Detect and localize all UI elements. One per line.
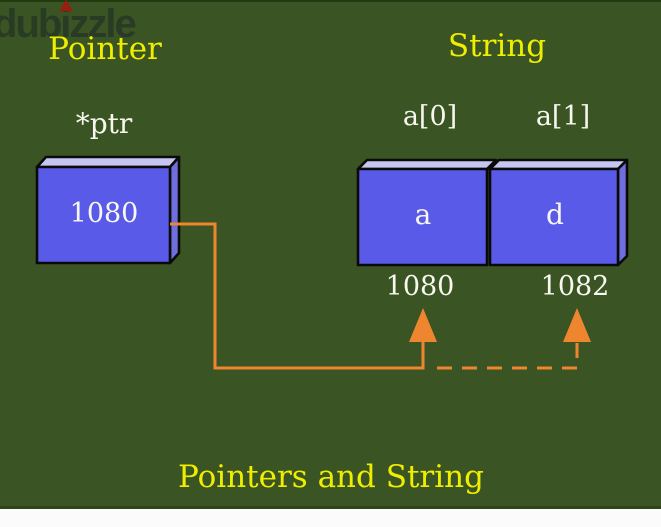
cell0-value: a xyxy=(414,198,432,231)
string-cell0-shape xyxy=(356,158,498,267)
pointer-value: 1080 xyxy=(69,198,139,229)
pointer-arrow-dashed xyxy=(437,308,591,370)
string-cell1-shape xyxy=(488,158,629,267)
cell0-index-label: a[0] xyxy=(402,101,458,132)
diagram-caption: Pointers and String xyxy=(178,459,484,495)
pointer-var-label: *ptr xyxy=(75,107,133,140)
watermark-logo-icon xyxy=(59,0,73,11)
cell1-index-label: a[1] xyxy=(535,101,591,132)
cell0-address: 1080 xyxy=(385,271,455,302)
cell1-address: 1082 xyxy=(540,271,610,302)
pointer-box-shape xyxy=(35,155,181,265)
arrowhead-up-dashed xyxy=(563,308,591,342)
string-heading: String xyxy=(447,28,547,64)
pointer-heading: Pointer xyxy=(48,31,162,67)
pointer-arrow-solid xyxy=(170,222,437,370)
arrowhead-up-solid xyxy=(409,308,437,342)
cell1-value: d xyxy=(546,198,564,231)
